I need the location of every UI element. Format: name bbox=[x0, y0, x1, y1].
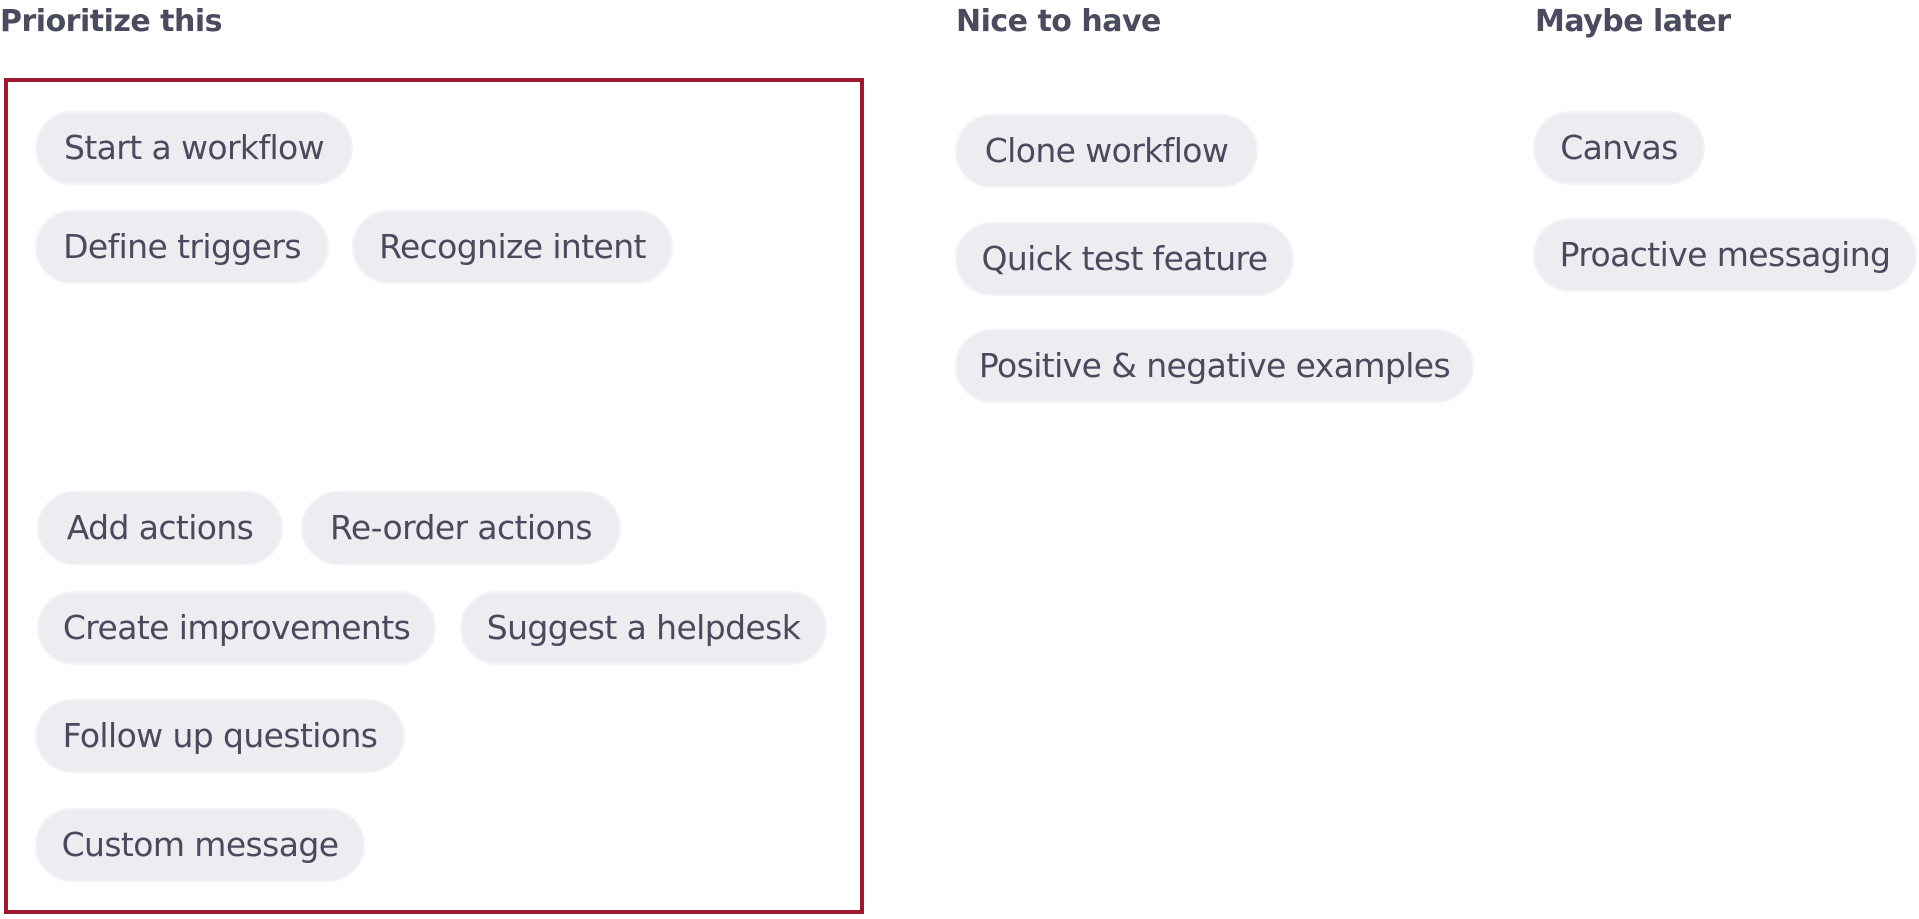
nice-to-have-heading: Nice to have bbox=[956, 4, 1161, 39]
chip-follow-up-questions[interactable]: Follow up questions bbox=[35, 699, 405, 773]
chip-canvas[interactable]: Canvas bbox=[1533, 111, 1705, 185]
maybe-later-heading: Maybe later bbox=[1535, 4, 1731, 39]
chip-add-actions[interactable]: Add actions bbox=[37, 491, 283, 565]
chip-positive-negative-examples[interactable]: Positive & negative examples bbox=[955, 329, 1474, 403]
prioritize-box bbox=[4, 78, 864, 914]
prioritize-heading: Prioritize this bbox=[0, 4, 222, 39]
chip-start-a-workflow[interactable]: Start a workflow bbox=[35, 111, 353, 185]
chip-suggest-a-helpdesk[interactable]: Suggest a helpdesk bbox=[460, 591, 827, 665]
chip-custom-message[interactable]: Custom message bbox=[35, 808, 365, 882]
chip-create-improvements[interactable]: Create improvements bbox=[37, 591, 436, 665]
chip-clone-workflow[interactable]: Clone workflow bbox=[955, 114, 1258, 188]
chip-define-triggers[interactable]: Define triggers bbox=[35, 210, 329, 284]
chip-proactive-messaging[interactable]: Proactive messaging bbox=[1533, 218, 1917, 292]
chip-recognize-intent[interactable]: Recognize intent bbox=[352, 210, 673, 284]
chip-re-order-actions[interactable]: Re-order actions bbox=[301, 491, 621, 565]
chip-quick-test-feature[interactable]: Quick test feature bbox=[955, 222, 1294, 296]
